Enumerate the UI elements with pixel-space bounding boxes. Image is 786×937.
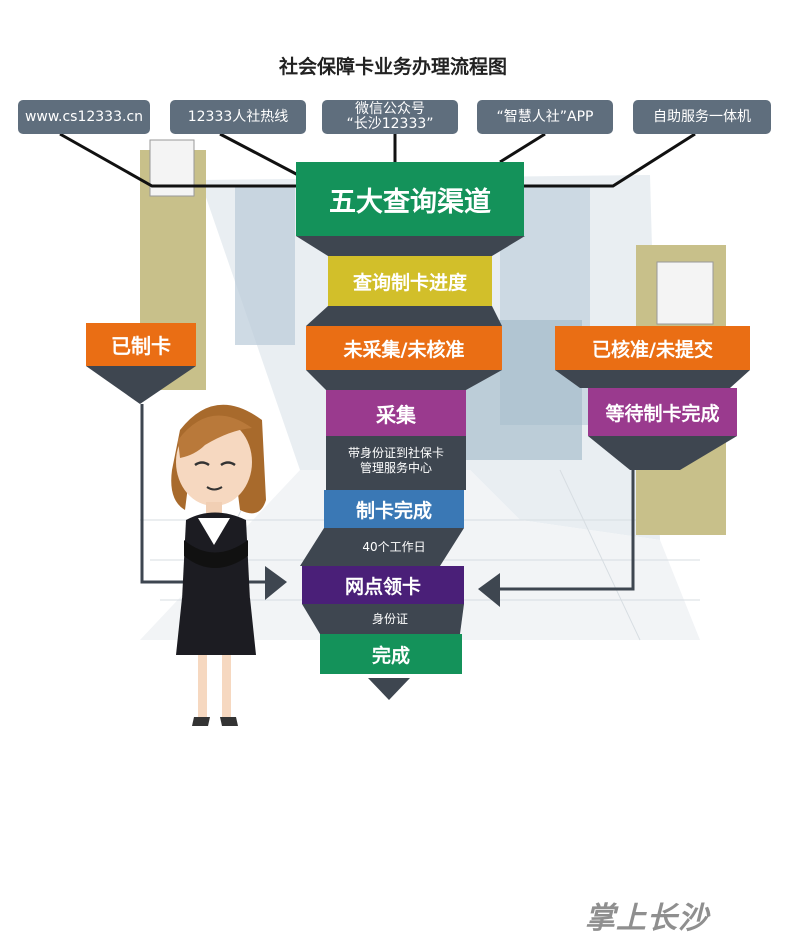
channel-website: www.cs12333.cn: [18, 100, 150, 134]
channel-connectors: [59, 132, 696, 188]
end-arrow: [368, 678, 410, 700]
arrow-right-to-pickup: [265, 566, 287, 600]
note-workdays: 40个工作日: [362, 540, 426, 554]
approved-box: 已核准/未提交: [555, 326, 750, 370]
made-box: 已制卡: [86, 323, 196, 366]
brand-logo: 掌上长沙: [585, 901, 709, 936]
note-bring-id-line2: 管理服务中心: [359, 461, 432, 475]
note-bring-id: 带身份证到社保卡 管理服务中心: [326, 446, 466, 476]
flow-ribbon: [86, 236, 750, 634]
channel-hotline-label: 12333人社热线: [187, 108, 289, 125]
pickup-box: 网点领卡: [302, 566, 464, 604]
card-done-box: 制卡完成: [324, 490, 464, 528]
channel-app: “智慧人社”APP: [477, 100, 613, 134]
collect-box: 采集: [326, 390, 466, 436]
channel-website-label: www.cs12333.cn: [24, 108, 144, 125]
channel-kiosk: 自助服务一体机: [633, 100, 771, 134]
channel-app-label: “智慧人社”APP: [496, 108, 594, 125]
channel-wechat-account: “长沙12333”: [346, 116, 434, 132]
arrow-left-to-pickup: [478, 573, 500, 607]
channel-wechat-label: 微信公众号: [355, 101, 425, 117]
query-progress-box: 查询制卡进度: [328, 256, 492, 306]
wait-box: 等待制卡完成: [588, 388, 737, 436]
note-id-card: 身份证: [371, 612, 408, 626]
woman-illustration: [171, 404, 266, 726]
not-collected-box: 未采集/未核准: [306, 326, 502, 370]
channel-wechat: 微信公众号 “长沙12333”: [322, 100, 458, 134]
channel-hotline: 12333人社热线: [170, 100, 306, 134]
page-title: 社会保障卡业务办理流程图: [278, 56, 507, 78]
channels-hub-box: 五大查询渠道: [296, 162, 524, 236]
finish-box: 完成: [320, 634, 462, 674]
note-bring-id-line1: 带身份证到社保卡: [347, 446, 444, 460]
channel-kiosk-label: 自助服务一体机: [653, 108, 751, 125]
